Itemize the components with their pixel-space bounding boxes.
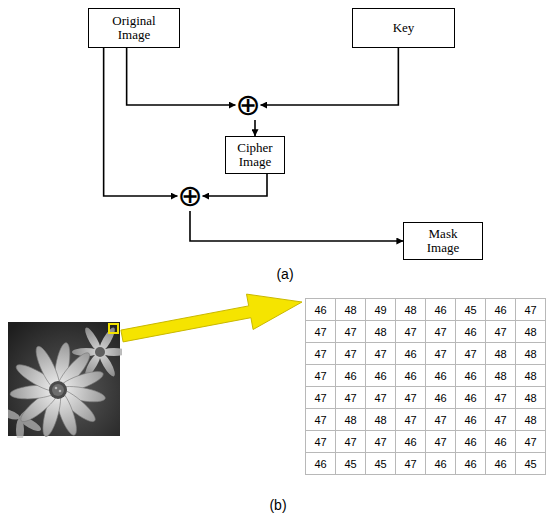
pixel-value-cell: 45 [365, 452, 396, 475]
pixel-value-cell: 47 [365, 342, 396, 365]
pixel-value-cell: 48 [515, 320, 546, 343]
pixel-value-cell: 46 [305, 452, 336, 475]
box-label: Original Image [105, 14, 163, 41]
pixel-value-cell: 47 [305, 430, 336, 453]
pixel-value-cell: 47 [305, 342, 336, 365]
pixel-value-cell: 47 [425, 408, 456, 431]
pixel-value-cell: 48 [485, 342, 516, 365]
pixel-value-cell: 47 [335, 342, 366, 365]
pixel-value-cell: 46 [455, 386, 486, 409]
pixel-value-cell: 47 [515, 430, 546, 453]
xor-symbol: ⊕ [235, 90, 260, 120]
pixel-value-cell: 48 [365, 320, 396, 343]
pixel-value-cell: 46 [395, 430, 426, 453]
pixel-value-cell: 47 [305, 364, 336, 387]
pixel-value-cell: 47 [485, 408, 516, 431]
pixel-value-cell: 47 [455, 342, 486, 365]
pixel-value-cell: 47 [395, 452, 426, 475]
arrow-connector [203, 174, 267, 196]
pixel-value-cell: 47 [425, 430, 456, 453]
pixel-value-cell: 46 [305, 298, 336, 321]
pixel-value-cell: 48 [335, 408, 366, 431]
pixel-value-cell: 47 [485, 386, 516, 409]
pixel-value-cell: 46 [425, 452, 456, 475]
pixel-value-cell: 46 [455, 452, 486, 475]
pixel-value-cell: 47 [335, 320, 366, 343]
pixel-value-cell: 48 [515, 408, 546, 431]
pixel-value-cell: 47 [305, 320, 336, 343]
pixel-value-cell: 46 [485, 430, 516, 453]
pixel-value-cell: 47 [335, 386, 366, 409]
pixel-value-cell: 49 [365, 298, 396, 321]
arrow-connector [127, 48, 236, 105]
pixel-value-cell: 46 [425, 298, 456, 321]
pixel-value-cell: 48 [365, 408, 396, 431]
subfigure-label: (b) [269, 497, 286, 513]
pixel-value-cell: 45 [515, 452, 546, 475]
pixel-value-cell: 48 [515, 342, 546, 365]
process-box: Mask Image [403, 222, 483, 260]
box-label: Key [393, 21, 415, 35]
arrow-connector [104, 48, 178, 196]
arrow-connector [261, 48, 399, 105]
pixel-value-cell: 46 [485, 452, 516, 475]
pixel-value-cell: 47 [515, 298, 546, 321]
pixel-value-cell: 45 [455, 298, 486, 321]
pixel-value-cell: 48 [395, 298, 426, 321]
pixel-value-cell: 47 [485, 320, 516, 343]
box-label: Mask Image [420, 227, 466, 254]
pixel-value-cell: 46 [365, 364, 396, 387]
xor-operator: ⊕ [177, 181, 202, 211]
pixel-value-cell: 46 [455, 408, 486, 431]
pixel-value-cell: 46 [455, 430, 486, 453]
pixel-value-cell: 47 [365, 386, 396, 409]
pixel-value-cell: 47 [305, 386, 336, 409]
pixel-value-cell: 46 [395, 342, 426, 365]
pixel-value-cell: 47 [365, 430, 396, 453]
flower-photo [8, 322, 122, 438]
pixel-value-cell: 47 [395, 408, 426, 431]
process-box: Cipher Image [225, 136, 285, 174]
pixel-value-cell: 46 [425, 364, 456, 387]
subfigure-label: (a) [276, 266, 293, 282]
pixel-value-cell: 48 [485, 364, 516, 387]
pixel-value-cell: 47 [395, 320, 426, 343]
pixel-value-cell: 46 [455, 320, 486, 343]
pixel-value-cell: 48 [515, 386, 546, 409]
xor-symbol: ⊕ [177, 181, 202, 211]
pixel-value-cell: 45 [335, 452, 366, 475]
xor-operator: ⊕ [235, 90, 260, 120]
pixel-value-cell: 47 [425, 320, 456, 343]
pixel-value-cell: 47 [395, 386, 426, 409]
pixel-value-cell: 47 [305, 408, 336, 431]
box-label: Cipher Image [231, 141, 279, 168]
pixel-value-cell: 46 [395, 364, 426, 387]
pixel-value-cell: 46 [455, 364, 486, 387]
pixel-value-cell: 46 [335, 364, 366, 387]
pixel-value-cell: 48 [515, 364, 546, 387]
process-box: Original Image [88, 8, 180, 48]
pixel-value-cell: 48 [335, 298, 366, 321]
pixel-value-cell: 47 [425, 342, 456, 365]
pixel-value-cell: 46 [425, 386, 456, 409]
arrow-connector [254, 120, 256, 136]
arrow-connector [190, 211, 403, 241]
pixel-value-cell: 47 [335, 430, 366, 453]
process-box: Key [352, 8, 455, 48]
pixel-value-cell: 46 [485, 298, 516, 321]
